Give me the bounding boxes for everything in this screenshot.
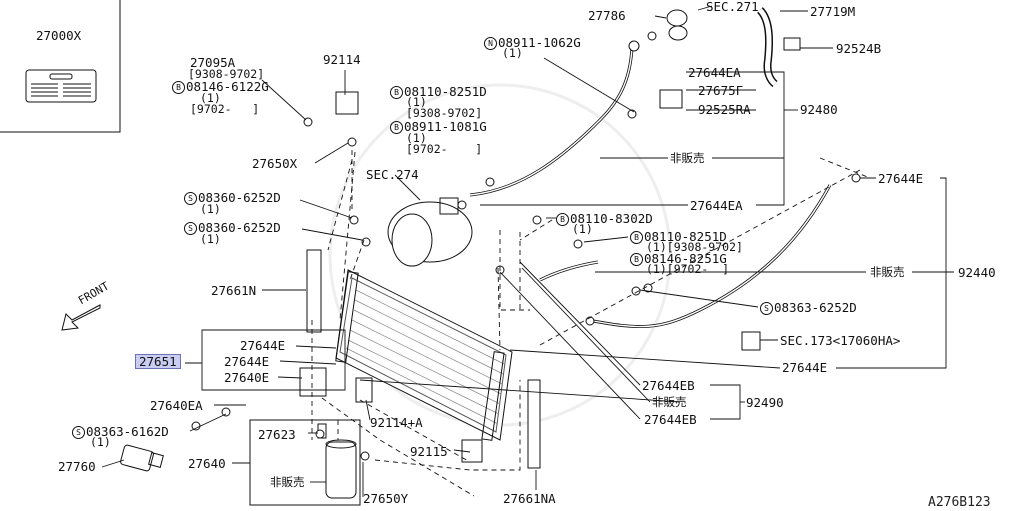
qty-08360-6252d-b: (1) [200,232,221,246]
part-27644eb-b[interactable]: 27644EB [644,412,697,427]
part-27640e[interactable]: 27640E [224,370,270,385]
qty-08911-1081g: (1) [406,131,427,145]
part-27786[interactable]: 27786 [588,8,626,23]
part-92525ra[interactable]: 92525RA [698,102,751,117]
part-27661na[interactable]: 27661NA [503,491,556,506]
part-92115[interactable]: 92115 [410,444,448,459]
not-sold-pipe-note: 非販売 [870,265,905,279]
nut-marker-n: N [484,37,497,50]
qty-08110-8251d: (1) [406,95,427,109]
qty-08360-6252d-a: (1) [200,202,221,216]
range-08110-8251d: [9308-9702] [406,106,483,120]
range-08911-1081g: [9702- ] [406,142,483,156]
bolt-icons [191,91,653,463]
qty-08911-1062g: (1) [502,46,523,60]
part-27661n[interactable]: 27661N [211,283,257,298]
diagram-reference-code: A276B123 [928,495,991,510]
not-sold-bracket-note: 非販売 [652,395,687,409]
bolt-marker-b: B [630,231,643,244]
part-27650y[interactable]: 27650Y [363,491,409,506]
not-sold-hose-note: 非販売 [670,151,705,165]
hose-lines [469,7,832,328]
screw-marker-s: S [72,426,85,439]
part-27623[interactable]: 27623 [258,427,296,442]
ref-sec271[interactable]: SEC.271 [706,0,759,14]
part-27719m[interactable]: 27719M [810,4,856,19]
compressor-icon [387,197,473,267]
label-plate-icon [25,69,97,103]
part-92524b[interactable]: 92524B [836,41,882,56]
front-arrow-icon [61,304,101,331]
range-08146-8251g: (1)[9702- ] [646,262,730,276]
part-92114[interactable]: 92114 [323,52,361,67]
part-27640[interactable]: 27640 [188,456,226,471]
part-92480[interactable]: 92480 [800,102,838,117]
bolt-marker-b: B [556,213,569,226]
condenser-icon [335,269,513,441]
seal-27661na-icon [527,379,541,469]
part-92490[interactable]: 92490 [746,395,784,410]
range-27095a: [9308-9702] [188,67,265,81]
bolt-marker-b: B [630,253,643,266]
part-27644ea-b[interactable]: 27644EA [690,198,743,213]
bolt-marker-b: B [172,81,185,94]
part-27644e-bottom[interactable]: 27644E [782,360,828,375]
bolt-marker-b: B [390,121,403,134]
not-sold-tank-note: 非販売 [270,475,305,489]
ref-sec173[interactable]: SEC.173<17060HA> [780,333,901,348]
qty-08146-6122g: (1) [200,91,221,105]
pressure-switch-icon [120,444,164,472]
receiver-tank-icon [317,423,357,499]
part-92440[interactable]: 92440 [958,265,996,280]
screw-marker-s: S [184,192,197,205]
screw-marker-s: S [760,302,773,315]
part-27644ea[interactable]: 27644EA [688,65,741,80]
part-27644e-right[interactable]: 27644E [878,171,924,186]
part-27644eb-a[interactable]: 27644EB [642,378,695,393]
bolt-marker-b: B [390,86,403,99]
part-27000x[interactable]: 27000X [36,28,82,43]
part-27640ea[interactable]: 27640EA [150,398,203,413]
qty-08363-6162d: (1) [90,435,111,449]
qty-08110-8302d: (1) [572,222,593,236]
part-27675f[interactable]: 27675F [698,83,744,98]
screw-marker-s: S [184,222,197,235]
ref-sec274[interactable]: SEC.274 [366,167,419,182]
part-27644e-b[interactable]: 27644E [224,354,270,369]
part-27760[interactable]: 27760 [58,459,96,474]
range-08110-8251d-b: (1)[9308-9702] [646,240,743,254]
part-27650x[interactable]: 27650X [252,156,298,171]
part-27651-highlighted[interactable]: 27651 [135,354,181,369]
part-27644e-a[interactable]: 27644E [240,338,286,353]
seal-27661n-icon [306,249,322,333]
part-27095a[interactable]: 27095A [190,55,236,70]
part-92114-a[interactable]: 92114+A [370,415,423,430]
range-08146-6122g: [9702- ] [190,102,260,116]
